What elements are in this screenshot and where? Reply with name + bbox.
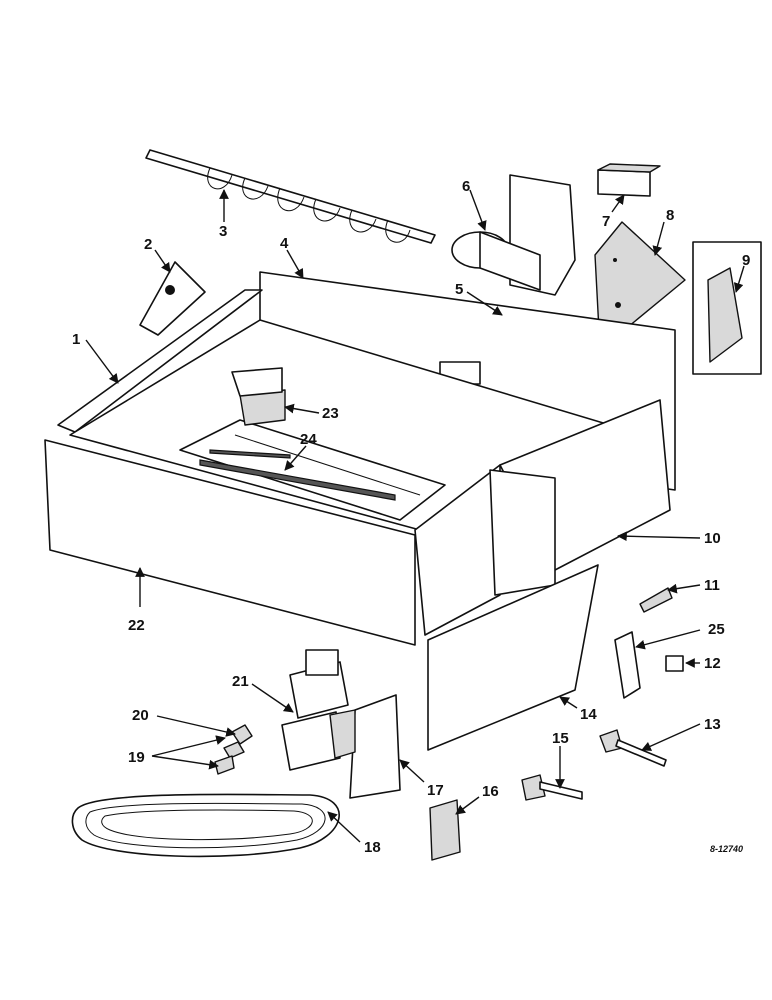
callout-10: 10 [704, 530, 721, 547]
callout-13: 13 [704, 716, 721, 733]
callout-22: 22 [128, 617, 145, 634]
leader-lines [85, 189, 745, 843]
callout-24: 24 [300, 431, 317, 448]
clips-part [214, 724, 253, 775]
rod-part [521, 774, 583, 801]
callout-1: 1 [72, 331, 80, 348]
callout-14: 14 [580, 706, 597, 723]
callout-25: 25 [708, 621, 725, 638]
callout-17: 17 [427, 782, 444, 799]
callout-8: 8 [666, 207, 674, 224]
callout-2: 2 [144, 236, 152, 253]
callout-20: 20 [132, 707, 149, 724]
callout-19: 19 [128, 749, 145, 766]
square-plate-part [665, 655, 684, 672]
gusset-plate-part [614, 631, 641, 699]
cover-plate-part [349, 694, 401, 799]
triangular-plate-part [594, 221, 686, 351]
auger-shaft-part [145, 149, 436, 244]
callout-12: 12 [704, 655, 721, 672]
callout-4: 4 [280, 235, 289, 252]
mounting-bracket-part [429, 799, 461, 861]
bearing-housing-part [281, 649, 356, 771]
callout-labels: 1 2 3 4 5 6 7 8 9 10 11 12 13 14 15 16 1… [72, 178, 750, 856]
callout-18: 18 [364, 839, 381, 856]
callout-7: 7 [602, 213, 610, 230]
clip-part [639, 587, 673, 613]
corner-bracket-part [139, 261, 206, 336]
shield-inset-frame [692, 241, 762, 375]
drawing-number: 8-12740 [710, 844, 743, 854]
callout-9: 9 [742, 252, 750, 269]
callout-5: 5 [455, 281, 463, 298]
callout-11: 11 [704, 577, 720, 594]
small-housing-part [597, 163, 661, 197]
callout-6: 6 [462, 178, 470, 195]
spout-assembly-part [451, 174, 576, 296]
v-belt-part [71, 793, 340, 858]
callout-16: 16 [482, 783, 499, 800]
callout-21: 21 [232, 673, 249, 690]
callout-23: 23 [322, 405, 339, 422]
callout-15: 15 [552, 730, 569, 747]
hopper-box-part [44, 271, 676, 751]
lever-part [599, 729, 667, 767]
callout-3: 3 [219, 223, 227, 240]
